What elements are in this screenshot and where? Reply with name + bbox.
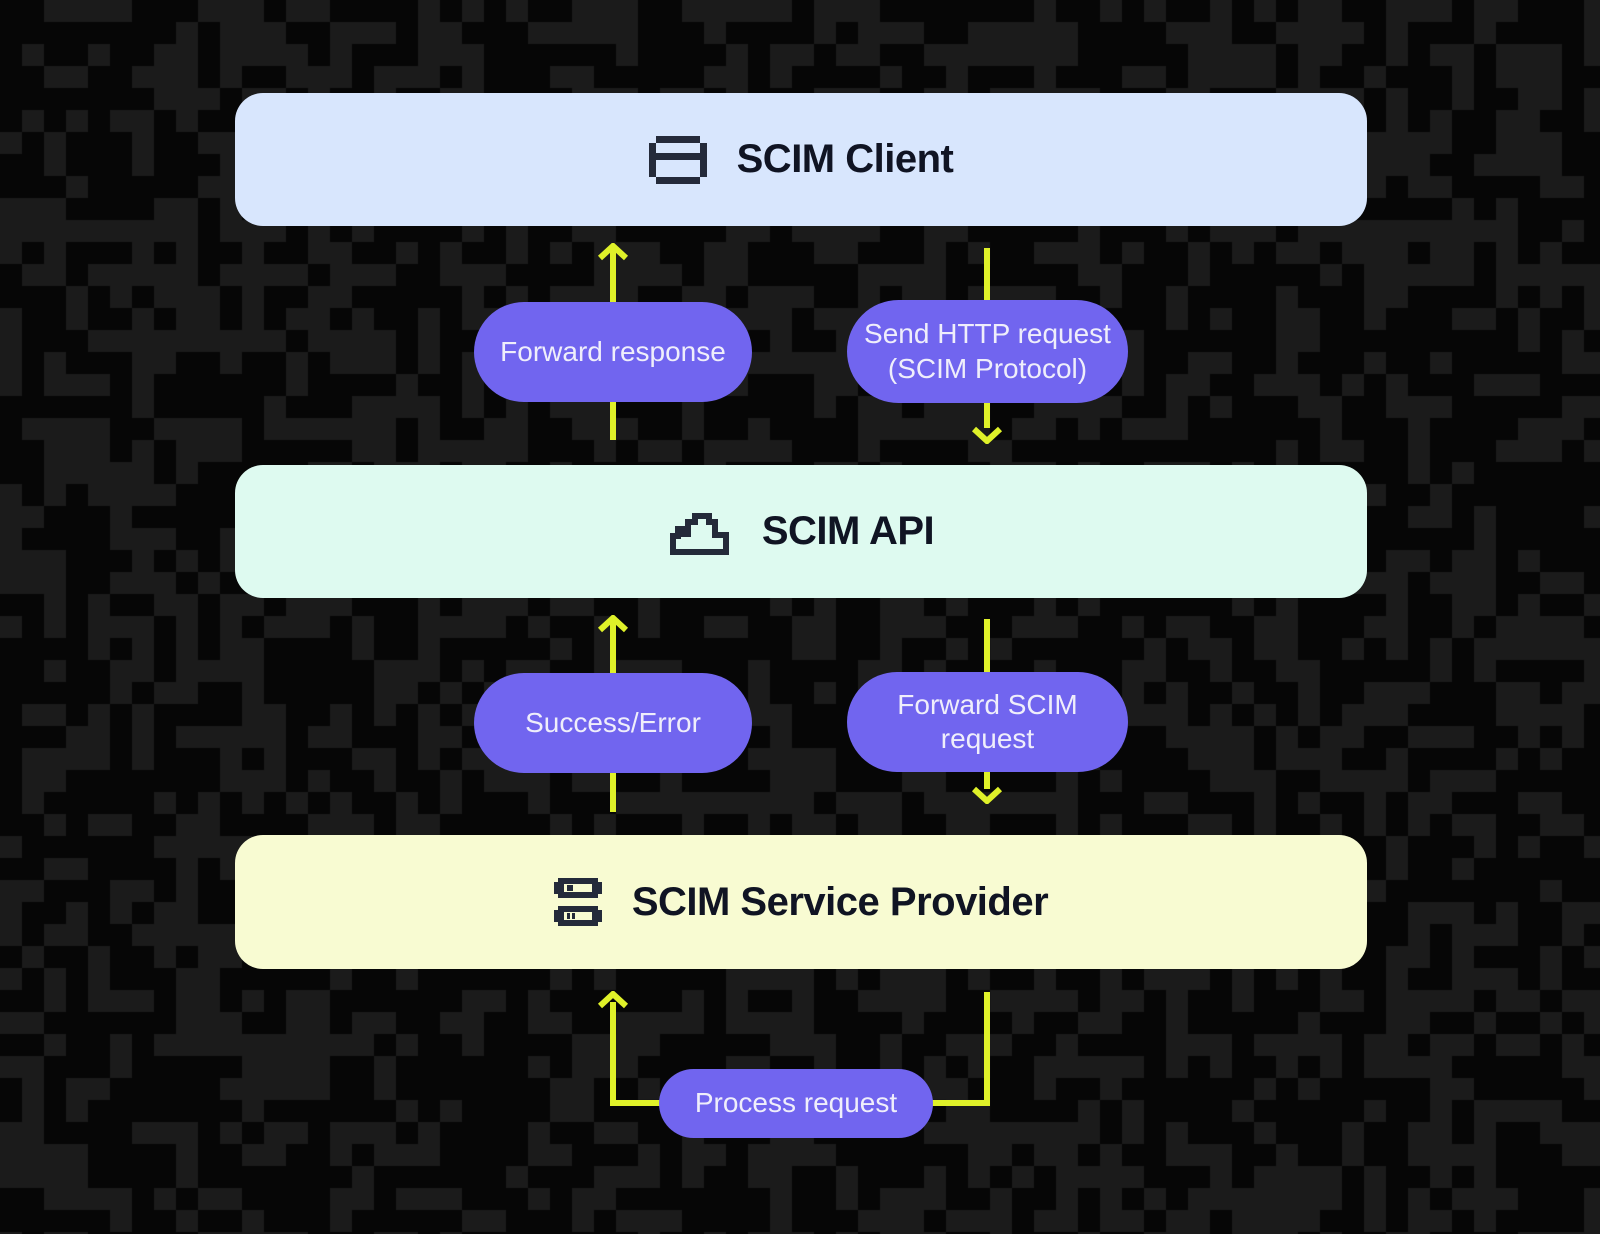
node-title: SCIM API — [761, 509, 935, 553]
arrowhead-up-icon — [597, 991, 629, 1009]
arrowhead-down-icon — [971, 786, 1003, 804]
node-title: SCIM Client — [736, 137, 954, 181]
node-scim-service-provider: SCIM Service Provider — [235, 835, 1367, 969]
label-process-request: Process request — [659, 1069, 933, 1138]
node-scim-api: SCIM API — [235, 465, 1367, 598]
browser-window-icon — [648, 135, 707, 184]
loop-left-line — [610, 1002, 616, 1106]
server-stack-icon — [553, 876, 602, 928]
arrowhead-down-icon — [971, 426, 1003, 444]
label-forward-response: Forward response — [474, 302, 752, 402]
node-scim-client: SCIM Client — [235, 93, 1367, 226]
arrowhead-up-icon — [597, 615, 629, 633]
node-title: SCIM Service Provider — [631, 879, 1049, 924]
label-send-http-request: Send HTTP request (SCIM Protocol) — [847, 300, 1128, 403]
cloud-icon — [668, 509, 732, 555]
loop-right-line — [984, 992, 990, 1106]
label-forward-scim-request: Forward SCIM request — [847, 672, 1128, 772]
label-success-error: Success/Error — [474, 673, 752, 773]
arrowhead-up-icon — [597, 243, 629, 261]
